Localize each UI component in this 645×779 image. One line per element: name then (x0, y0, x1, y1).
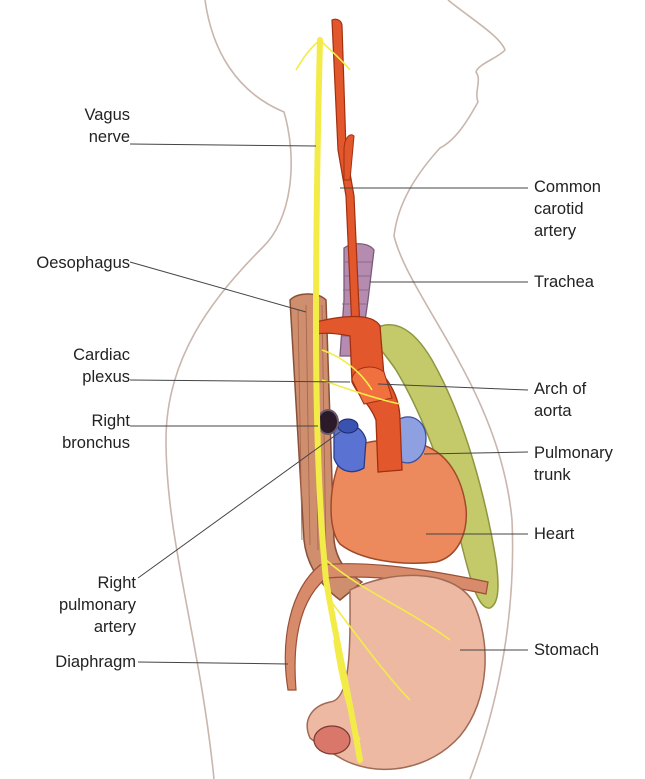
label-stomach: Stomach (534, 639, 599, 661)
carotid-branch (344, 135, 354, 180)
label-oesophagus: Oesophagus (6, 252, 130, 274)
leader-oesophagus (130, 262, 306, 312)
right-pulmonary-artery-opening (338, 419, 358, 433)
leader-vagus-nerve (130, 144, 316, 146)
label-heart: Heart (534, 523, 574, 545)
leader-arch-of-aorta (378, 384, 528, 390)
label-diaphragm: Diaphragm (20, 651, 136, 673)
leader-diaphragm (138, 662, 288, 664)
label-trachea: Trachea (534, 271, 594, 293)
right-bronchus (318, 410, 338, 434)
duodenum-opening (314, 726, 350, 754)
